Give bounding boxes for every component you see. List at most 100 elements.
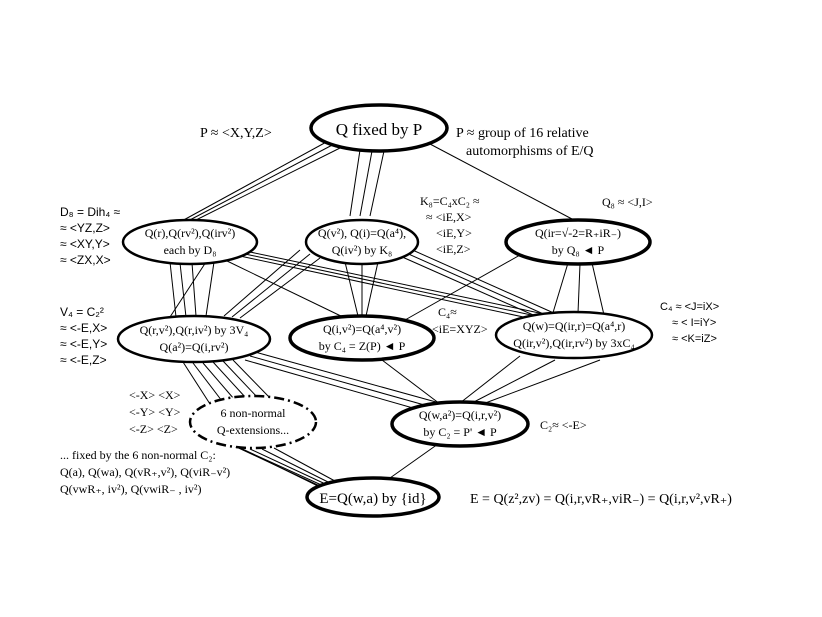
edge-v4-c2 [254,351,437,403]
label-k8-3: <iE,Y> [436,226,472,240]
label-fixed-1: ... fixed by the 6 non-normal C₂: [60,448,216,462]
edge-nonnormal-bottom [239,447,329,489]
edge-q8-c4x [551,262,569,317]
label-c4-mid-1: C₄≈ [438,305,457,319]
label-p-desc-1: P ≈ group of 16 relative [456,126,589,141]
edge-q8-c4p [404,254,521,321]
edge-v4-c2 [244,359,421,411]
label-p-desc-2: automorphisms of E/Q [466,144,594,159]
node-k8-ellipse [304,218,420,266]
node-nonnormal-line2: Q-extensions... [217,423,289,437]
edge-k8-c4p [365,261,379,317]
node-c4x-line2: Q(ir,v²),Q(ir,rv²) by 3xC₄ [513,336,634,350]
node-q8-line2: by Q₈ ◄ P [552,243,605,257]
edge-v4-nonnormal [232,359,271,399]
edge-top-dih [191,144,347,223]
edge-dih-v4 [169,261,207,318]
edge-k8-v4 [239,257,321,319]
edge-c4x-c2 [459,355,521,404]
node-c2: Q(w,a²)=Q(i,r,v²) by C₂ = P' ◄ P [390,400,530,448]
label-q8: Q₈ ≈ <J,I> [602,195,653,209]
label-e-equation: E = Q(z²,zv) = Q(i,r,vR₊,viR₋) = Q(i,r,v… [470,492,732,507]
edge-v4-nonnormal [192,362,223,402]
edge-k8-v4 [223,249,301,317]
label-k8-1: K₈=C₄xC₂ ≈ [420,194,480,208]
lattice-nodes: Q fixed by P Q(r),Q(rv²),Q(irv²) each by… [116,103,654,518]
node-c4p: Q(i,v²)=Q(a⁴,v²) by C₄ = Z(P) ◄ P [288,314,436,362]
edge-c2-bottom [389,443,439,479]
node-dih-line1: Q(r),Q(rv²),Q(irv²) [145,226,236,240]
node-c2-ellipse [390,400,530,448]
node-dih-line2: each by D₈ [164,243,217,257]
edge-c4x-c2 [479,359,601,406]
edge-top-dih [185,141,339,223]
node-bottom-ellipse [305,476,441,518]
label-fixed-2: Q(a), Q(wa), Q(vR₊,v²), Q(viR₋v²) [60,465,230,479]
edge-dih-c4x [239,255,529,319]
edge-k8-c4x [399,255,541,319]
edge-nonnormal-bottom [261,448,341,489]
edge-v4-nonnormal [222,360,259,399]
edge-v4-c2 [249,355,429,407]
edge-v4-nonnormal [212,361,247,399]
edge-v4-nonnormal [202,362,235,400]
edge-dih-v4 [179,262,187,318]
label-fixed-3: Q(vwR₊, iv²), Q(vwiR₋ , iv²) [60,482,202,496]
label-v4-2: ≈ <-E,X> [60,321,107,335]
edge-dih-v4 [205,261,215,317]
edge-dih-c4x [244,253,537,317]
edge-nonnormal-bottom [229,443,323,488]
edge-q8-c4x [591,262,605,316]
node-v4-line1: Q(r,v²),Q(r,iv²) by 3V₄ [140,323,249,337]
label-d8-4: ≈ <ZX,X> [60,253,111,267]
label-c4-right-1: C₄ ≈ <J=iX> [660,301,719,313]
node-v4-line2: Q(a²)=Q(i,rv²) [160,340,229,354]
edge-k8-c4x [407,247,557,315]
node-nonnormal-ellipse [188,394,318,450]
edge-c4x-c2 [469,359,556,405]
node-top-ellipse [309,103,449,153]
lattice-edges [169,139,605,489]
label-k8-4: <iE,Z> [436,242,471,256]
edge-k8-v4 [231,253,311,318]
label-nn-gens-3: <-Z> <Z> [129,422,178,436]
node-c4p-ellipse [288,314,436,362]
node-k8: Q(v²), Q(i)=Q(a⁴), Q(iv²) by K₈ [304,218,420,266]
edge-k8-c4x [403,251,549,317]
label-c4-mid-2: <iE=XYZ> [432,322,488,336]
node-bottom: E=Q(w,a) by {id} [305,476,441,518]
edge-v4-nonnormal [182,361,211,405]
label-v4-1: V₄ = C₂² [60,305,104,319]
edge-top-dih [179,139,331,223]
node-q8-line1: Q(ir=√-2=R₊iR₋) [535,226,621,240]
edge-top-k8 [359,150,373,217]
label-nn-gens-2: <-Y> <Y> [129,405,181,419]
node-c4p-line1: Q(i,v²)=Q(a⁴,v²) [323,322,401,336]
label-v4-4: ≈ <-E,Z> [60,353,107,367]
label-d8-1: D₈ = Dih₄ ≈ [60,205,121,219]
label-c4-right-2: ≈ < I=iY> [672,317,716,329]
label-p-generators: P ≈ <X,Y,Z> [200,126,272,141]
edge-top-k8 [369,150,385,217]
node-dih: Q(r),Q(rv²),Q(irv²) each by D₈ [121,218,259,266]
edge-nonnormal-bottom [249,448,335,489]
edge-top-q8 [429,143,573,220]
node-q8: Q(ir=√-2=R₊iR₋) by Q₈ ◄ P [504,218,652,266]
label-k8-2: ≈ <iE,X> [426,210,472,224]
node-top-label: Q fixed by P [336,120,422,139]
node-top: Q fixed by P [309,103,449,153]
node-c4x-line1: Q(w)=Q(ir,r)=Q(a⁴,r) [523,319,626,333]
node-v4-ellipse [116,314,272,364]
annotations: P ≈ <X,Y,Z> P ≈ group of 16 relative aut… [60,126,732,507]
node-c4x-ellipse [494,310,654,360]
node-c2-line2: by C₂ = P' ◄ P [423,425,497,439]
label-nn-gens-1: <-X> <X> [129,388,181,402]
edge-dih-c4x [249,251,545,315]
edge-dih-c4p [224,259,346,319]
node-q8-ellipse [504,218,652,266]
edge-k8-c4p [344,261,359,317]
edge-dih-v4 [169,261,177,318]
edge-top-k8 [349,149,361,217]
label-c4-right-3: ≈ <K=iZ> [672,333,717,345]
